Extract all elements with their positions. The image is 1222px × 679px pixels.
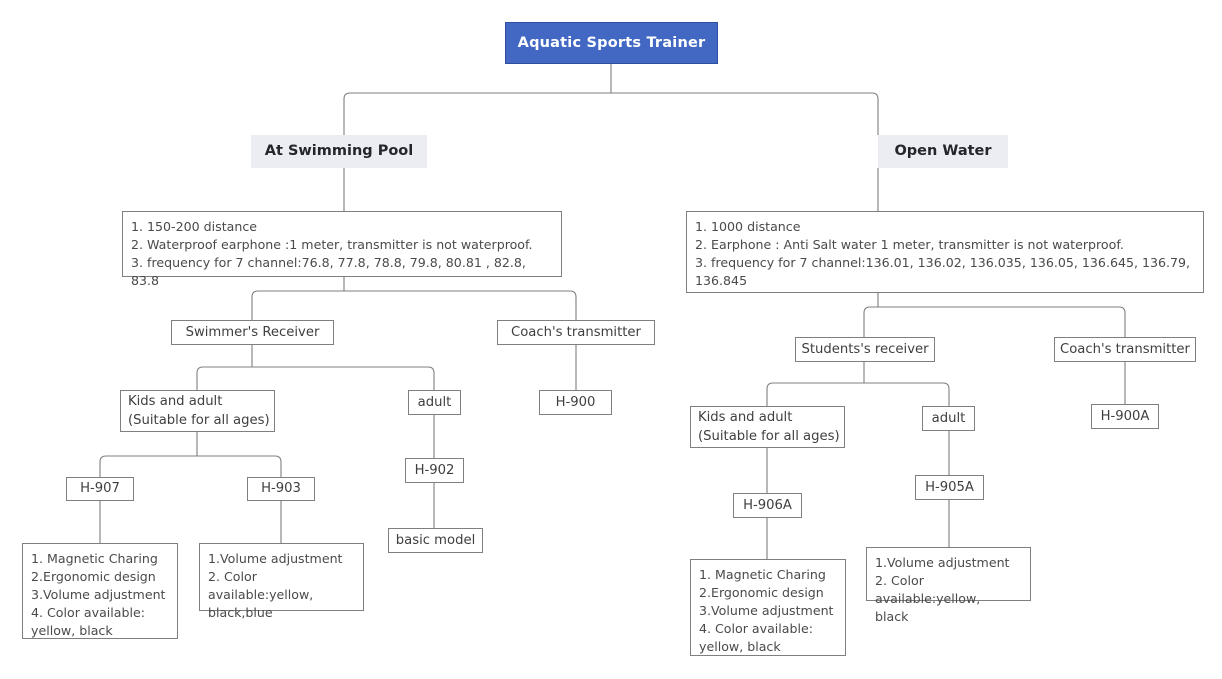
branch-label-open-water: Open Water [894, 143, 992, 160]
label-coachs-transmitter-pool: Coach's transmitter [511, 324, 641, 340]
node-adult-open-water[interactable]: adult [922, 406, 975, 431]
root-node[interactable]: Aquatic Sports Trainer [505, 22, 718, 64]
node-coachs-transmitter-pool[interactable]: Coach's transmitter [497, 320, 655, 345]
node-kids-and-adult-pool[interactable]: Kids and adult (Suitable for all ages) [120, 390, 275, 432]
features-box-h907: 1. Magnetic Charing 2.Ergonomic design 3… [22, 543, 178, 639]
features-text-h906a: 1. Magnetic Charing 2.Ergonomic design 3… [699, 567, 834, 654]
label-adult-open-water: adult [931, 410, 966, 426]
label-adult-pool: adult [417, 394, 452, 410]
node-basic-model: basic model [388, 528, 483, 553]
label-coachs-transmitter-open-water: Coach's transmitter [1060, 341, 1190, 357]
node-kids-and-adult-open-water[interactable]: Kids and adult (Suitable for all ages) [690, 406, 845, 448]
root-label: Aquatic Sports Trainer [517, 34, 706, 51]
label-h900a: H-900A [1100, 408, 1150, 424]
label-h905a: H-905A [925, 479, 974, 495]
branch-node-at-swimming-pool[interactable]: At Swimming Pool [251, 135, 427, 168]
node-h906a[interactable]: H-906A [733, 493, 802, 518]
label-kids-and-adult-pool: Kids and adult (Suitable for all ages) [128, 393, 270, 428]
branch-node-open-water[interactable]: Open Water [878, 135, 1008, 168]
label-h900: H-900 [555, 394, 596, 410]
spec-text-open-water: 1. 1000 distance 2. Earphone : Anti Salt… [695, 219, 1191, 288]
node-h907[interactable]: H-907 [66, 477, 134, 501]
node-h903[interactable]: H-903 [247, 477, 315, 501]
label-h906a: H-906A [743, 497, 792, 513]
features-text-h905a: 1.Volume adjustment 2. Color available:y… [875, 555, 1010, 624]
label-h902: H-902 [414, 462, 455, 478]
label-h903: H-903 [261, 481, 301, 497]
spec-box-open-water: 1. 1000 distance 2. Earphone : Anti Salt… [686, 211, 1204, 293]
node-students-receiver[interactable]: Students's receiver [795, 337, 935, 362]
spec-text-pool: 1. 150-200 distance 2. Waterproof earpho… [131, 219, 533, 288]
node-h900[interactable]: H-900 [539, 390, 612, 415]
branch-label-pool: At Swimming Pool [264, 143, 414, 160]
label-swimmers-receiver: Swimmer's Receiver [185, 324, 320, 340]
label-kids-and-adult-open-water: Kids and adult (Suitable for all ages) [698, 409, 840, 444]
features-text-h903: 1.Volume adjustment 2. Color available:y… [208, 551, 343, 620]
node-h905a[interactable]: H-905A [915, 475, 984, 500]
features-box-h905a: 1.Volume adjustment 2. Color available:y… [866, 547, 1031, 624]
features-text-h907: 1. Magnetic Charing 2.Ergonomic design 3… [31, 551, 166, 638]
spec-box-pool: 1. 150-200 distance 2. Waterproof earpho… [122, 211, 562, 288]
features-box-h906a: 1. Magnetic Charing 2.Ergonomic design 3… [690, 559, 846, 656]
label-basic-model: basic model [395, 532, 476, 548]
node-swimmers-receiver[interactable]: Swimmer's Receiver [171, 320, 334, 345]
label-h907: H-907 [80, 481, 120, 497]
node-adult-pool[interactable]: adult [408, 390, 461, 415]
label-students-receiver: Students's receiver [801, 341, 929, 357]
features-box-h903: 1.Volume adjustment 2. Color available:y… [199, 543, 364, 620]
node-h902[interactable]: H-902 [405, 458, 464, 483]
node-h900a[interactable]: H-900A [1091, 404, 1159, 429]
node-coachs-transmitter-open-water[interactable]: Coach's transmitter [1054, 337, 1196, 362]
